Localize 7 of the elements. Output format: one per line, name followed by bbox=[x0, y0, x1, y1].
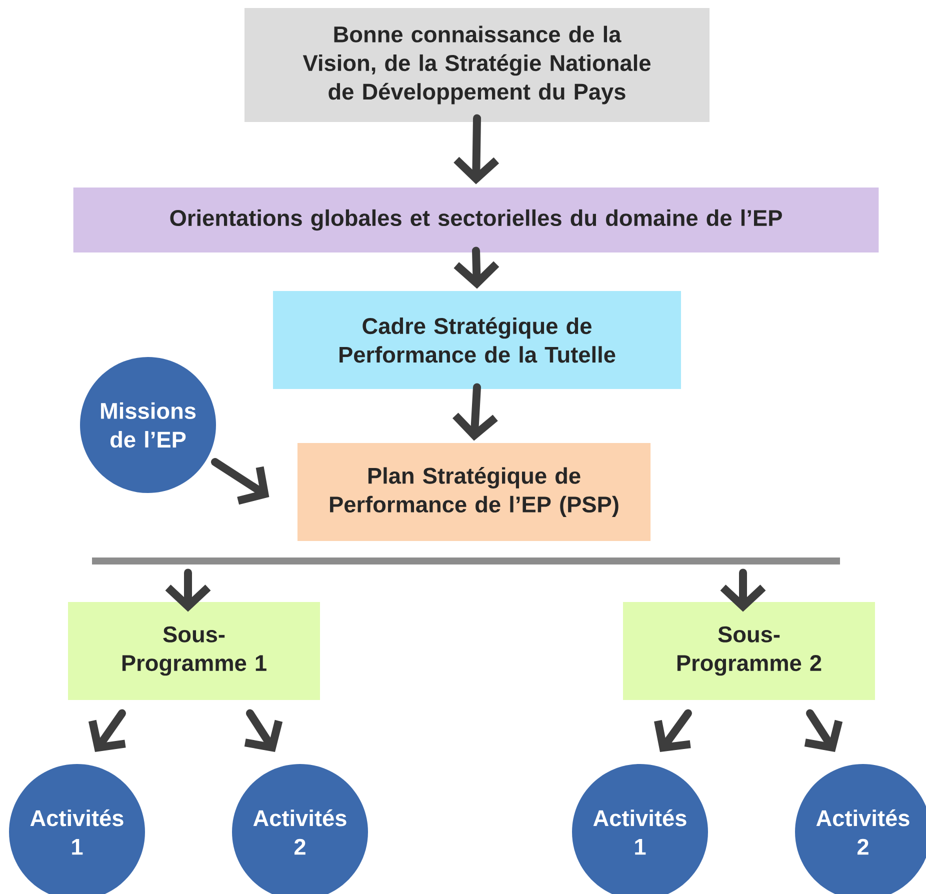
process-box: Cadre Stratégique de Performance de la Tutelle bbox=[273, 291, 681, 389]
process-box: Bonne connaissance de la Vision, de la Stratégie Nationale de Développement du Pays bbox=[244, 8, 710, 122]
program-box: Sous-Programme 1 bbox=[68, 602, 320, 700]
program-box: Sous-Programme 2 bbox=[623, 602, 875, 700]
divider-bar bbox=[92, 558, 840, 564]
process-box: Orientations globales et sectorielles du domaine de l’EP bbox=[73, 187, 879, 253]
process-box: Plan Stratégique de Performance de l’EP (PSP) bbox=[297, 443, 651, 541]
